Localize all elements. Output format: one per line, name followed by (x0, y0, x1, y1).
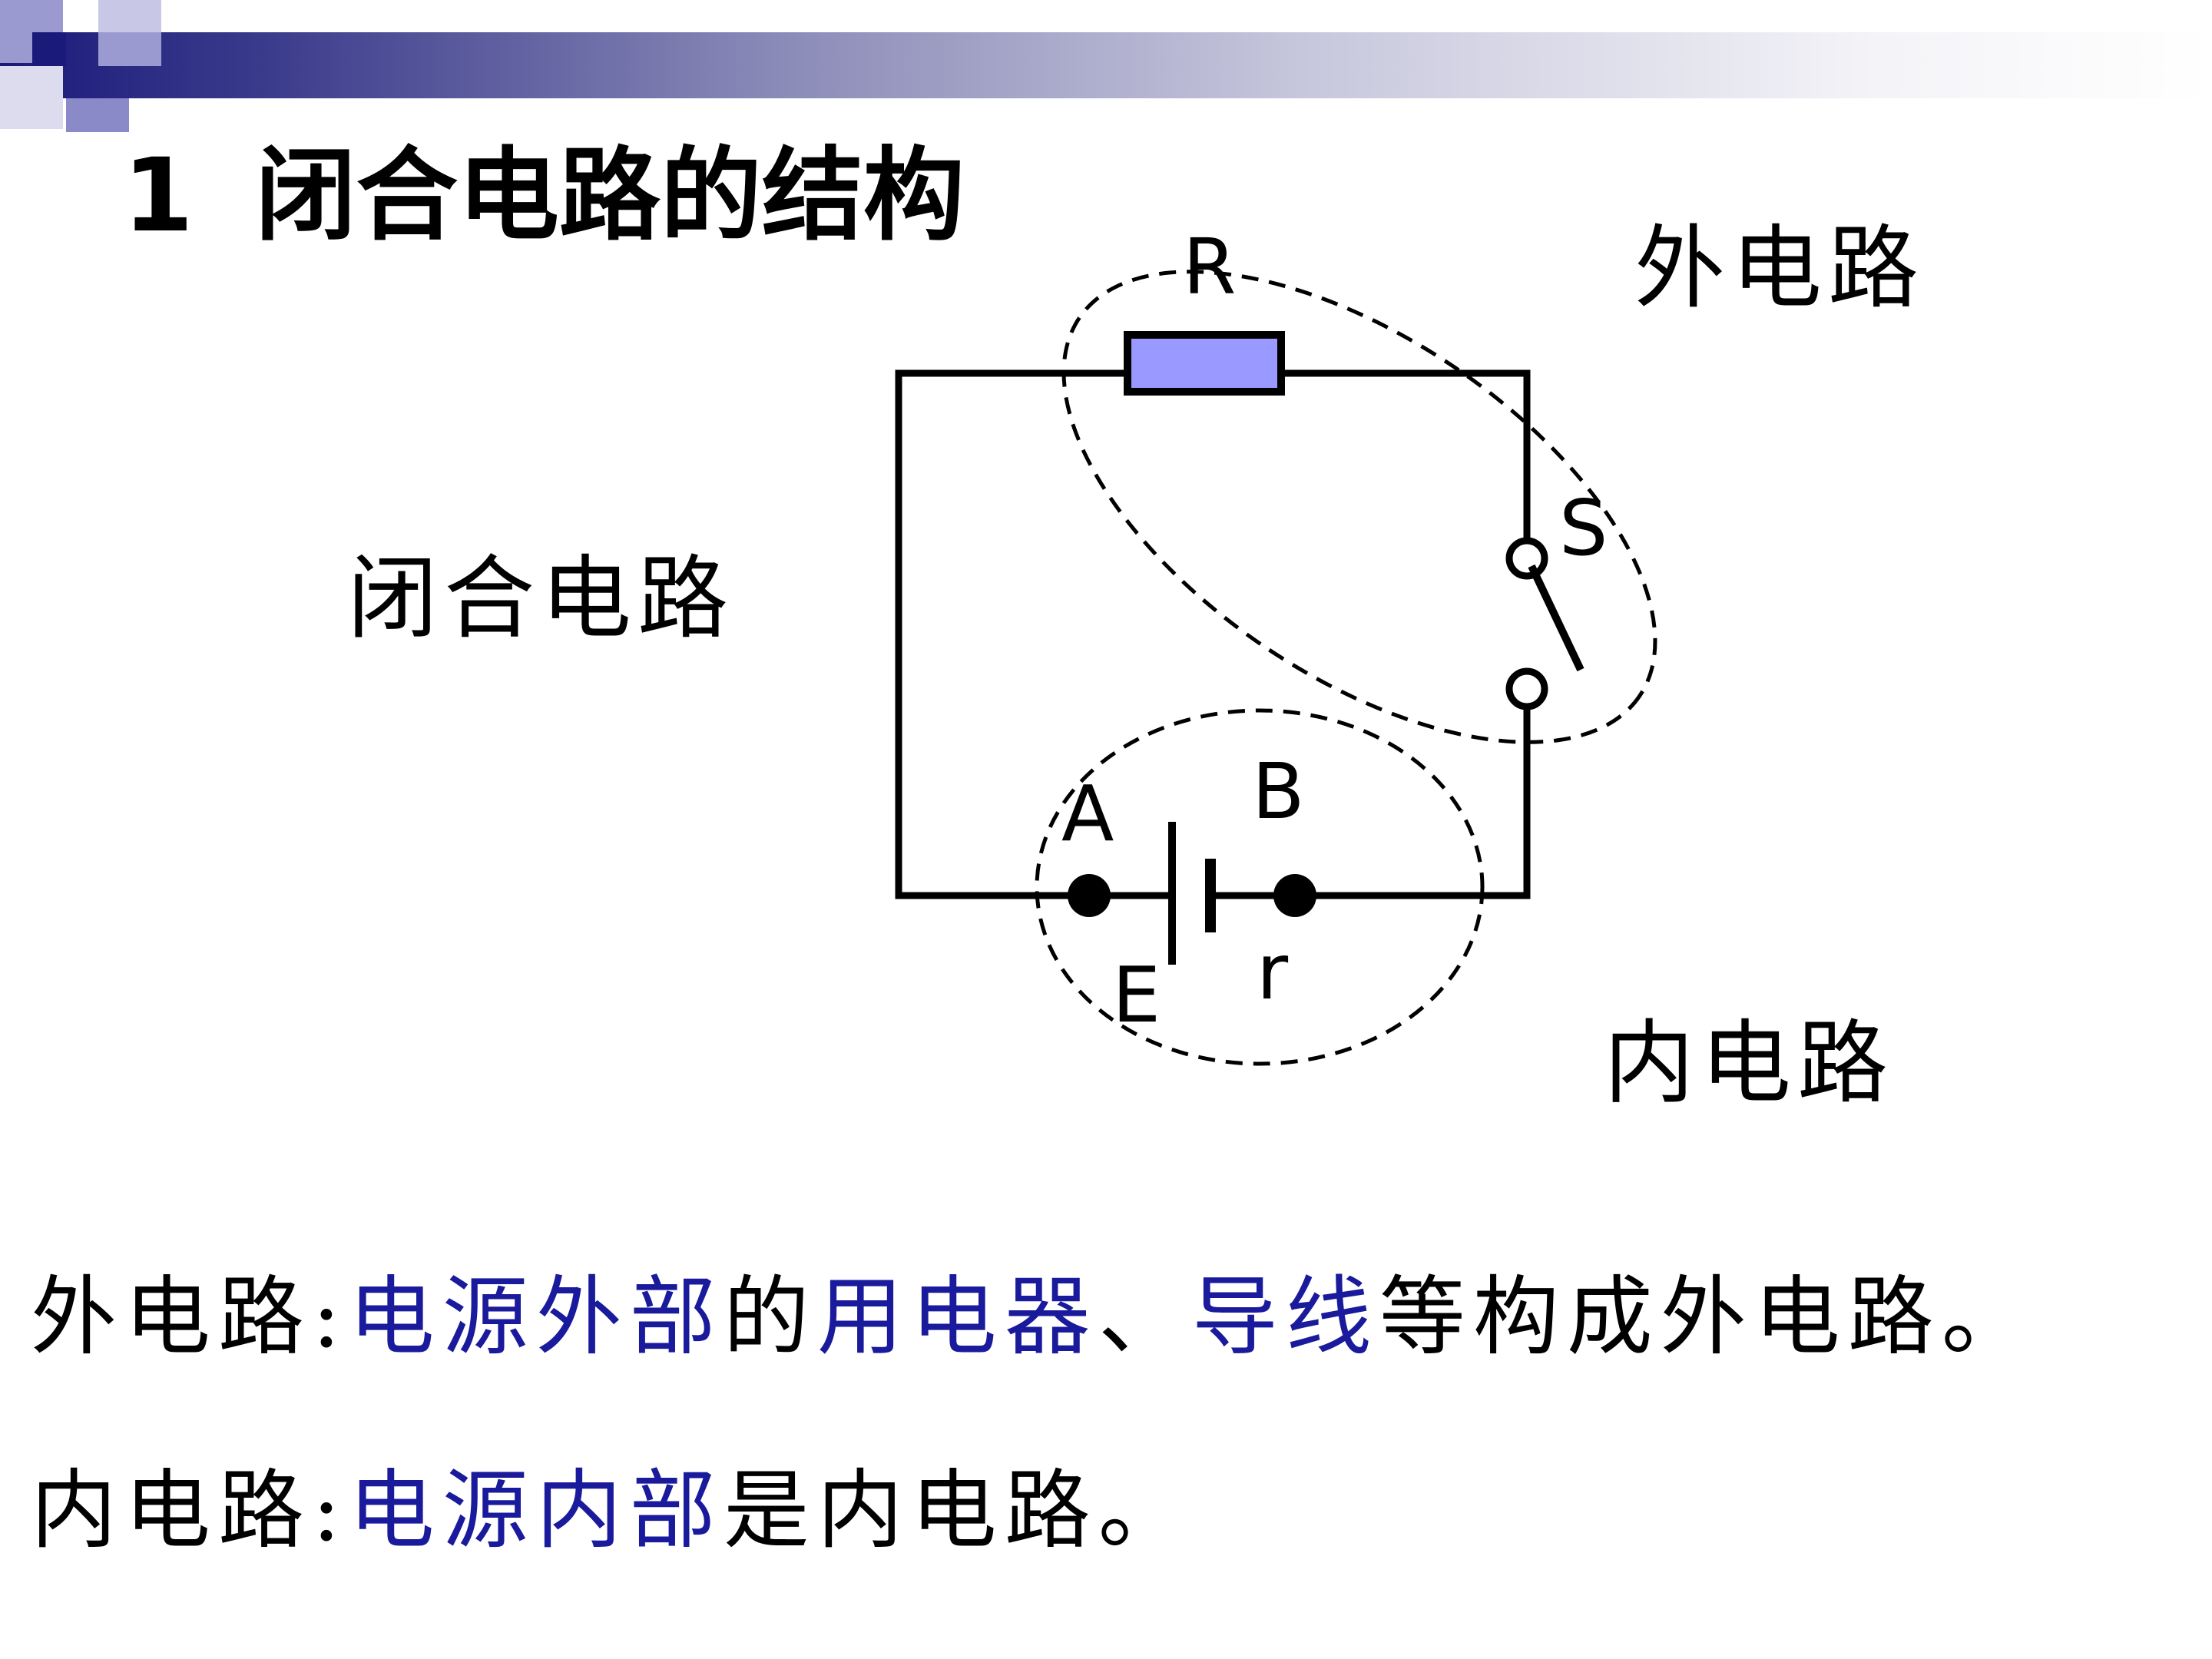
external-circuit-definition: 外电路:电源外部的用电器、导线等构成外电路。 (31, 1260, 2035, 1375)
emf-label: E (1112, 950, 1161, 1040)
internal-term: 内电路: (31, 1461, 349, 1561)
external-part5: 导线 (1191, 1267, 1379, 1367)
switch-terminal-bottom (1505, 667, 1548, 710)
terminal-b-dot (1273, 874, 1316, 917)
external-part3: 用电器 (816, 1267, 1098, 1367)
terminal-a-label: A (1061, 769, 1114, 859)
external-circuit-label: 外电路 (1634, 215, 1925, 321)
resistor-symbol (1124, 331, 1285, 396)
logo-squares-decoration (0, 0, 184, 154)
terminal-a-dot (1068, 874, 1111, 917)
external-circuit-boundary (1061, 270, 1657, 744)
internal-resistance-label: r (1257, 927, 1289, 1017)
switch-terminal-top (1505, 537, 1548, 580)
switch-lever (1528, 564, 1584, 672)
internal-part2: 是内电路。 (723, 1461, 1192, 1561)
external-part6: 等构成外电路。 (1379, 1267, 2035, 1367)
closed-circuit-label: 闭合电路 (347, 545, 734, 651)
internal-part1: 电源内部 (348, 1461, 724, 1561)
internal-circuit-definition: 内电路:电源内部是内电路。 (31, 1453, 1192, 1568)
external-part1: 电源外部 (348, 1267, 724, 1367)
external-part4: 、 (1098, 1267, 1192, 1367)
switch-label: S (1559, 483, 1608, 573)
slide-title: 1 闭合电路的结构 (123, 131, 965, 261)
external-term: 外电路: (31, 1267, 349, 1367)
internal-circuit-boundary (1035, 708, 1485, 1066)
internal-circuit-label: 内电路 (1604, 1010, 1894, 1116)
external-part2: 的 (723, 1267, 817, 1367)
title-text: 闭合电路的结构 (254, 137, 965, 255)
resistor-label: R (1183, 222, 1236, 312)
title-number: 1 (123, 137, 194, 255)
header-gradient-bar (0, 32, 2212, 98)
circuit-wires (895, 369, 1531, 899)
terminal-b-label: B (1252, 747, 1305, 836)
